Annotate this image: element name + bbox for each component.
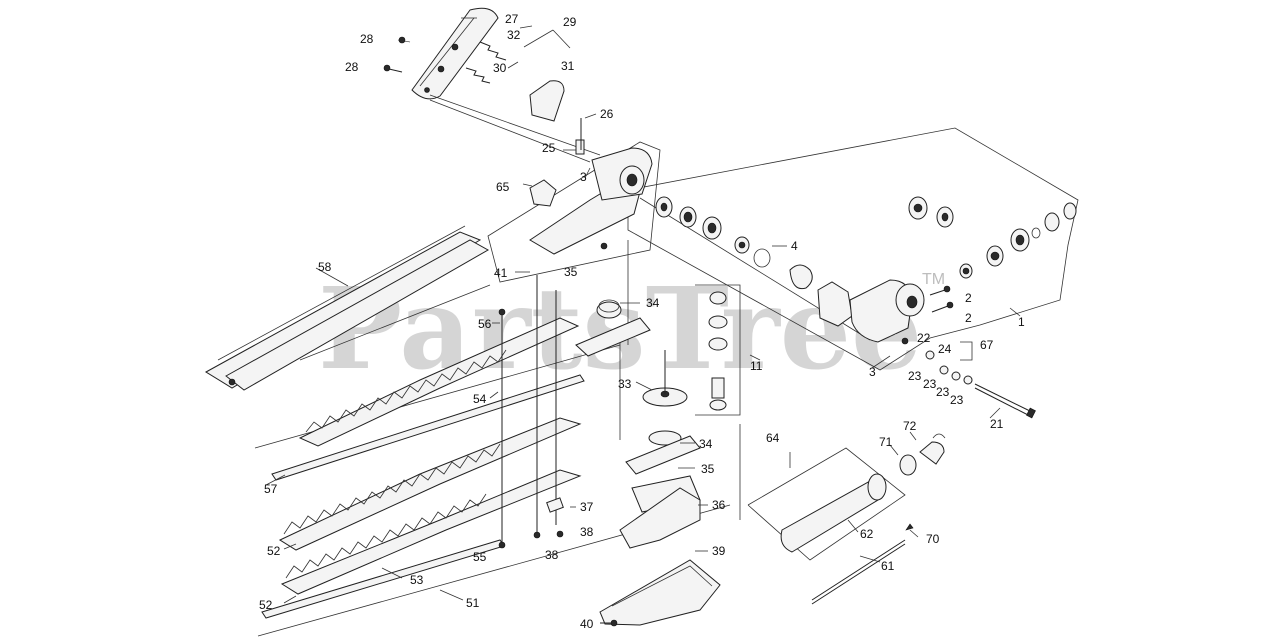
callout-72: 72 xyxy=(903,419,917,433)
callout-51: 51 xyxy=(466,596,480,610)
callout-34b: 34 xyxy=(699,437,713,451)
gear-cover xyxy=(599,475,721,627)
callout-41: 41 xyxy=(494,266,508,280)
callout-67: 67 xyxy=(980,338,994,352)
callout-3b: 3 xyxy=(869,365,876,379)
callout-25: 25 xyxy=(542,141,556,155)
callout-23d: 23 xyxy=(950,393,964,407)
gear-assembly xyxy=(575,240,741,520)
callout-28a: 28 xyxy=(360,32,374,46)
callout-labels: 1 2 2 3 3 4 11 21 22 23 23 23 23 24 25 2… xyxy=(259,12,1025,631)
gear-case-assembly xyxy=(627,127,1079,419)
shaft-tube xyxy=(747,433,946,605)
snap-ring xyxy=(789,264,813,290)
callout-35a: 35 xyxy=(564,265,578,279)
callout-29: 29 xyxy=(563,15,577,29)
callout-36: 36 xyxy=(712,498,726,512)
callout-52b: 52 xyxy=(259,598,273,612)
callout-33: 33 xyxy=(618,377,632,391)
callout-4: 4 xyxy=(791,239,798,253)
callout-39: 39 xyxy=(712,544,726,558)
handle-lever xyxy=(383,7,601,163)
callout-11: 11 xyxy=(750,359,763,373)
callout-58: 58 xyxy=(318,260,332,274)
callout-30: 30 xyxy=(493,61,507,75)
watermark-trademark: TM xyxy=(922,271,945,288)
spring-32 xyxy=(479,41,507,61)
callout-70: 70 xyxy=(926,532,940,546)
callout-2a: 2 xyxy=(965,291,972,305)
callout-53: 53 xyxy=(410,573,424,587)
callout-27: 27 xyxy=(505,12,519,26)
bearing-row xyxy=(655,196,1077,279)
callout-54: 54 xyxy=(473,392,487,406)
blade-guard xyxy=(205,225,490,391)
callout-1: 1 xyxy=(1018,315,1025,329)
callout-2b: 2 xyxy=(965,311,972,325)
drive-arm xyxy=(487,118,661,283)
callout-64: 64 xyxy=(766,431,780,445)
callout-35b: 35 xyxy=(701,462,715,476)
callout-71: 71 xyxy=(879,435,893,449)
callout-23b: 23 xyxy=(923,377,937,391)
callout-57: 57 xyxy=(264,482,278,496)
callout-38b: 38 xyxy=(580,525,594,539)
callout-23c: 23 xyxy=(936,385,950,399)
leader-lines xyxy=(265,17,1021,604)
callout-38a: 38 xyxy=(545,548,559,562)
callout-55: 55 xyxy=(473,550,487,564)
callout-24: 24 xyxy=(938,342,952,356)
blade-assembly xyxy=(254,284,731,637)
assembly-bolts xyxy=(498,275,564,549)
callout-23a: 23 xyxy=(908,369,922,383)
callout-26: 26 xyxy=(600,107,614,121)
callout-37: 37 xyxy=(580,500,594,514)
callout-32: 32 xyxy=(507,28,521,42)
callout-31: 31 xyxy=(561,59,575,73)
callout-52a: 52 xyxy=(267,544,281,558)
callout-56: 56 xyxy=(478,317,492,331)
callout-3a: 3 xyxy=(580,170,587,184)
spring-30 xyxy=(465,67,491,84)
callout-21: 21 xyxy=(990,417,1004,431)
plate-65 xyxy=(529,179,557,207)
callout-34a: 34 xyxy=(646,296,660,310)
callout-62: 62 xyxy=(860,527,874,541)
callout-61: 61 xyxy=(881,559,895,573)
callout-28b: 28 xyxy=(345,60,359,74)
callout-40: 40 xyxy=(580,617,594,631)
callout-22: 22 xyxy=(917,331,931,345)
callout-65: 65 xyxy=(496,180,510,194)
